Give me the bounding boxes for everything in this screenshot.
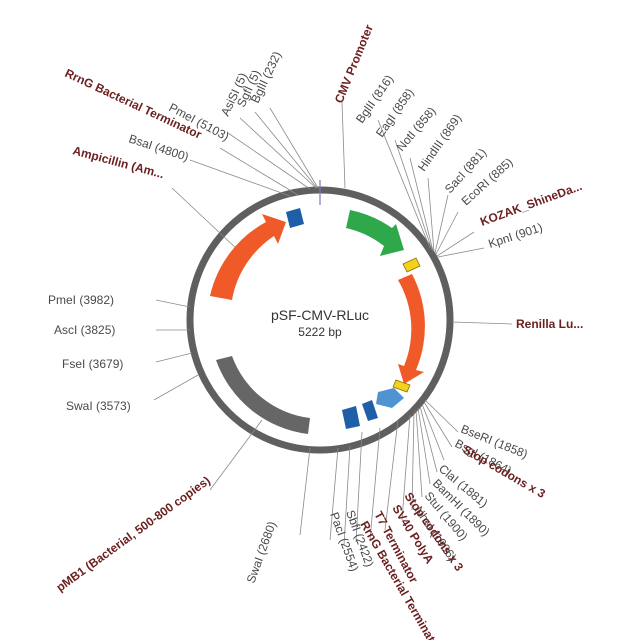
feature-cmv-promoter[interactable]	[346, 210, 404, 256]
label-pmei-3982[interactable]: PmeI (3982)	[48, 293, 114, 307]
leader-lines	[153, 101, 513, 546]
label-swai-3573[interactable]: SwaI (3573)	[66, 399, 131, 413]
label-pmb1[interactable]: pMB1 (Bacterial, 500-800 copies)	[54, 473, 213, 594]
plasmid-name: pSF-CMV-RLuc	[271, 307, 369, 323]
feature-pmb1[interactable]	[216, 356, 310, 434]
feature-kozak[interactable]	[402, 257, 421, 273]
feature-rrng-top[interactable]	[286, 208, 304, 228]
label-asci-3825[interactable]: AscI (3825)	[54, 323, 115, 337]
label-kozak[interactable]: KOZAK_ShineDa...	[478, 179, 584, 229]
feature-renilla[interactable]	[398, 274, 425, 384]
feature-ampicillin[interactable]	[210, 214, 286, 300]
feature-stop-codons-1[interactable]	[392, 379, 411, 393]
feature-rrng-bottom[interactable]	[342, 406, 360, 429]
label-renilla[interactable]: Renilla Lu...	[516, 317, 583, 331]
label-kpni-901[interactable]: KpnI (901)	[487, 220, 545, 251]
feature-sv40[interactable]	[376, 388, 404, 408]
plasmid-size: 5222 bp	[298, 325, 342, 339]
features	[210, 208, 425, 434]
label-rrng-top[interactable]: RrnG Bacterial Terminator	[63, 66, 204, 142]
label-swai-2680[interactable]: SwaI (2680)	[244, 519, 279, 585]
label-fsei-3679[interactable]: FseI (3679)	[62, 357, 123, 371]
feature-t7[interactable]	[362, 400, 378, 421]
